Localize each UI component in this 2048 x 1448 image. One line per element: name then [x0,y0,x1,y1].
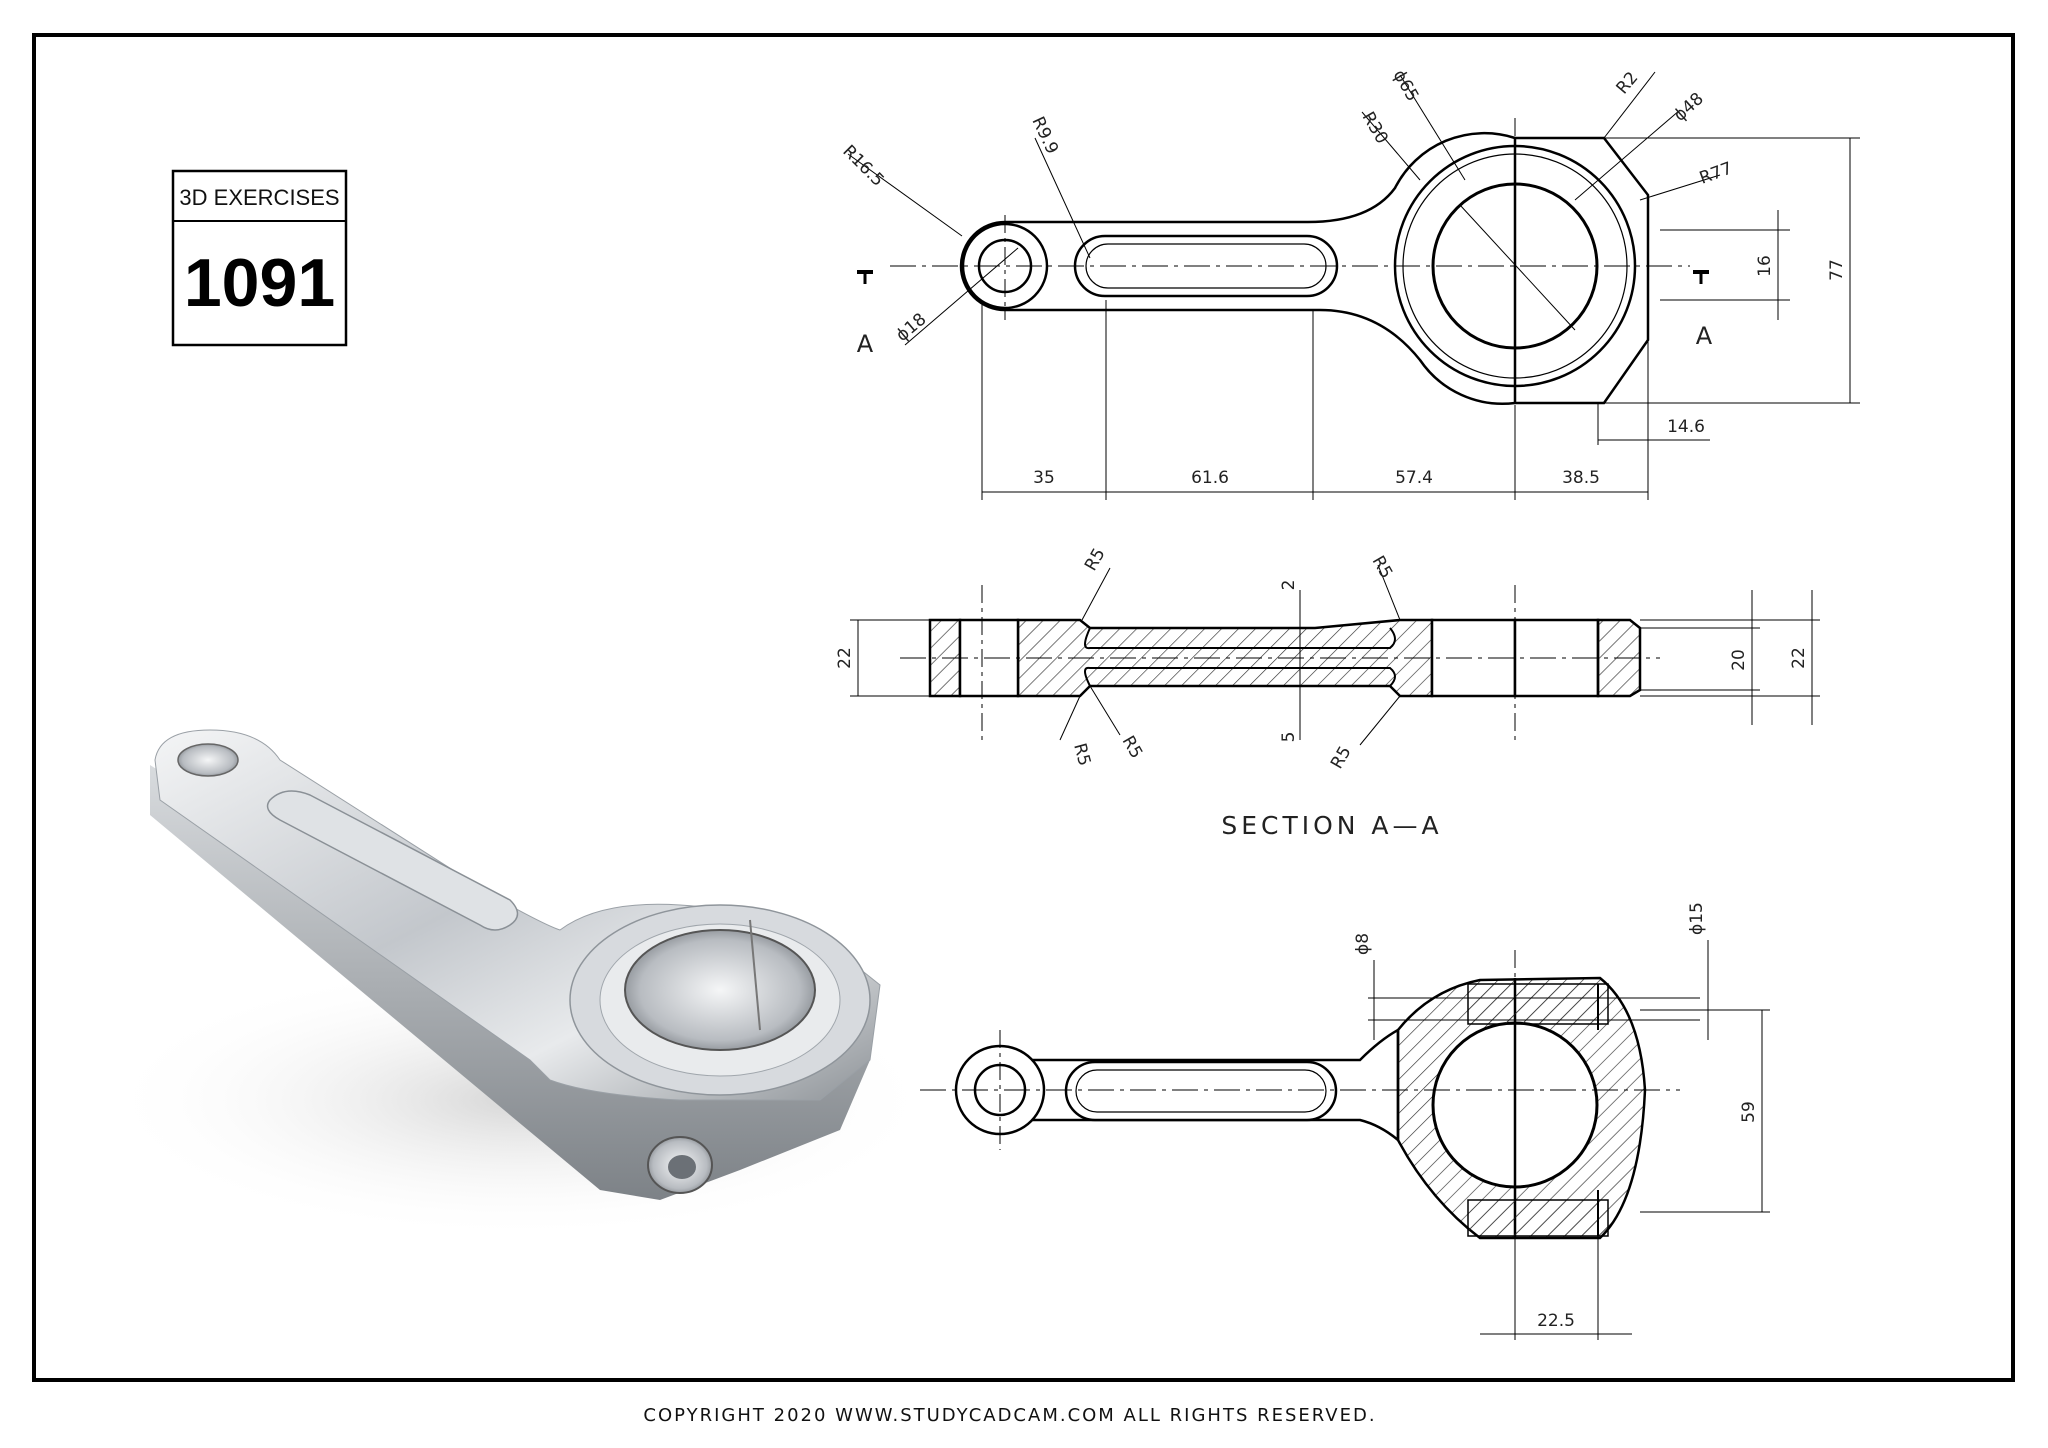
section-title: SECTION A—A [1221,811,1442,840]
label-r5-bot-right: R5 [1327,743,1356,773]
label-r5-bot-b: R5 [1118,733,1147,763]
dim-22-5: 22.5 [1537,1311,1575,1331]
top-view [847,71,1860,500]
bottom-view [920,940,1770,1340]
dim-20: 20 [1729,649,1749,671]
label-phi15: ϕ15 [1687,902,1707,935]
sheet-border [32,33,2015,1382]
label-r5-top-right: R5 [1368,553,1397,583]
label-r5-bot-a: R5 [1069,741,1094,768]
dim-16: 16 [1755,255,1775,277]
exercise-badge: 3D EXERCISES 1091 [171,169,348,347]
label-r99: R9.9 [1027,114,1062,158]
badge-number: 1091 [184,245,335,321]
dim-2: 2 [1279,580,1299,591]
section-marker-left: A [857,330,874,358]
label-phi65: ϕ65 [1389,67,1423,105]
dim-61-6: 61.6 [1191,468,1229,488]
dim-77: 77 [1827,259,1847,281]
bottom-view-labels: ϕ8 ϕ15 59 22.5 [1353,902,1759,1331]
dim-5: 5 [1279,732,1299,743]
label-phi8: ϕ8 [1353,933,1373,955]
badge-label: 3D EXERCISES [179,185,339,210]
label-r165: R16.5 [838,141,887,190]
section-marker-right: A [1696,322,1713,350]
dim-14-6: 14.6 [1667,417,1705,437]
top-view-labels: R16.5 R9.9 R30 ϕ65 R2 ϕ48 R77 ϕ18 35 61.… [838,67,1847,489]
dim-59: 59 [1739,1101,1759,1123]
dim-22-left: 22 [835,647,855,669]
label-phi48: ϕ48 [1670,89,1708,126]
label-phi18: ϕ18 [892,309,930,345]
dim-22-right: 22 [1789,647,1809,669]
dim-38-5: 38.5 [1562,468,1600,488]
label-r77: R77 [1697,158,1735,188]
label-r5-top-left: R5 [1081,545,1110,575]
connecting-rod-render [100,729,940,1240]
label-r30: R30 [1358,109,1392,148]
dim-35: 35 [1033,468,1055,488]
copyright-notice: COPYRIGHT 2020 WWW.STUDYCADCAM.COM ALL R… [643,1405,1376,1426]
section-view [850,564,1820,746]
dim-57-4: 57.4 [1395,468,1433,488]
